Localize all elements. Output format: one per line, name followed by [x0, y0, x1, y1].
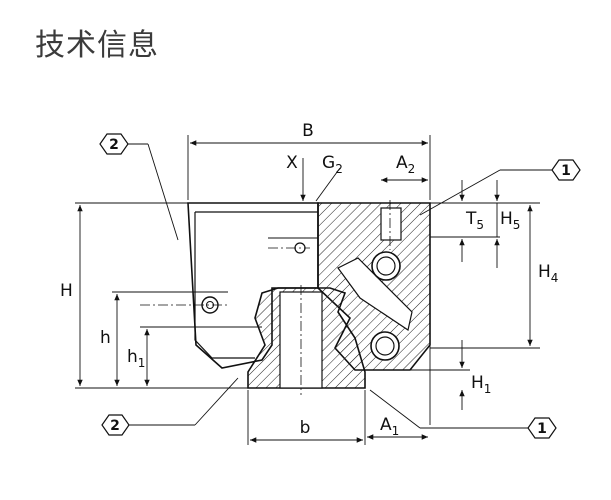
ball-return-channel	[337, 257, 413, 331]
dim-b: b	[300, 418, 311, 438]
guide-rail	[247, 285, 366, 395]
dim-X: X	[286, 153, 298, 173]
page-title: 技术信息	[35, 28, 159, 63]
ball-lower	[370, 331, 400, 361]
dim-H: H	[60, 281, 73, 301]
dim-h1: h1	[127, 347, 145, 370]
callout-seal-top: 2	[99, 133, 179, 241]
dimension-lines	[77, 140, 533, 443]
reference-lines	[140, 200, 391, 306]
callout-seal-bottom: 2	[101, 377, 239, 436]
dim-G2: G2	[322, 153, 343, 176]
svg-text:1: 1	[537, 421, 547, 437]
ball-upper	[371, 251, 401, 281]
carriage-section	[317, 202, 431, 371]
svg-text:1: 1	[561, 163, 571, 179]
dim-h: h	[100, 328, 111, 348]
dim-A1: A1	[380, 415, 399, 438]
tapped-hole	[380, 207, 402, 241]
callout-ref-bottom: 1	[369, 389, 557, 439]
dim-H4: H4	[538, 262, 558, 285]
svg-text:2: 2	[109, 137, 119, 153]
dim-T5: T5	[465, 209, 484, 232]
extension-lines	[75, 135, 540, 445]
dim-H1: H1	[471, 373, 491, 396]
dim-A2: A2	[396, 153, 415, 176]
dim-B: B	[302, 121, 314, 141]
callout-ref-top: 1	[419, 159, 581, 216]
svg-text:2: 2	[110, 418, 120, 434]
dimension-labels: B X G2 A2 T5 H5 H4 H h h1 H1 b A1	[60, 121, 558, 438]
dim-H5: H5	[500, 209, 520, 232]
